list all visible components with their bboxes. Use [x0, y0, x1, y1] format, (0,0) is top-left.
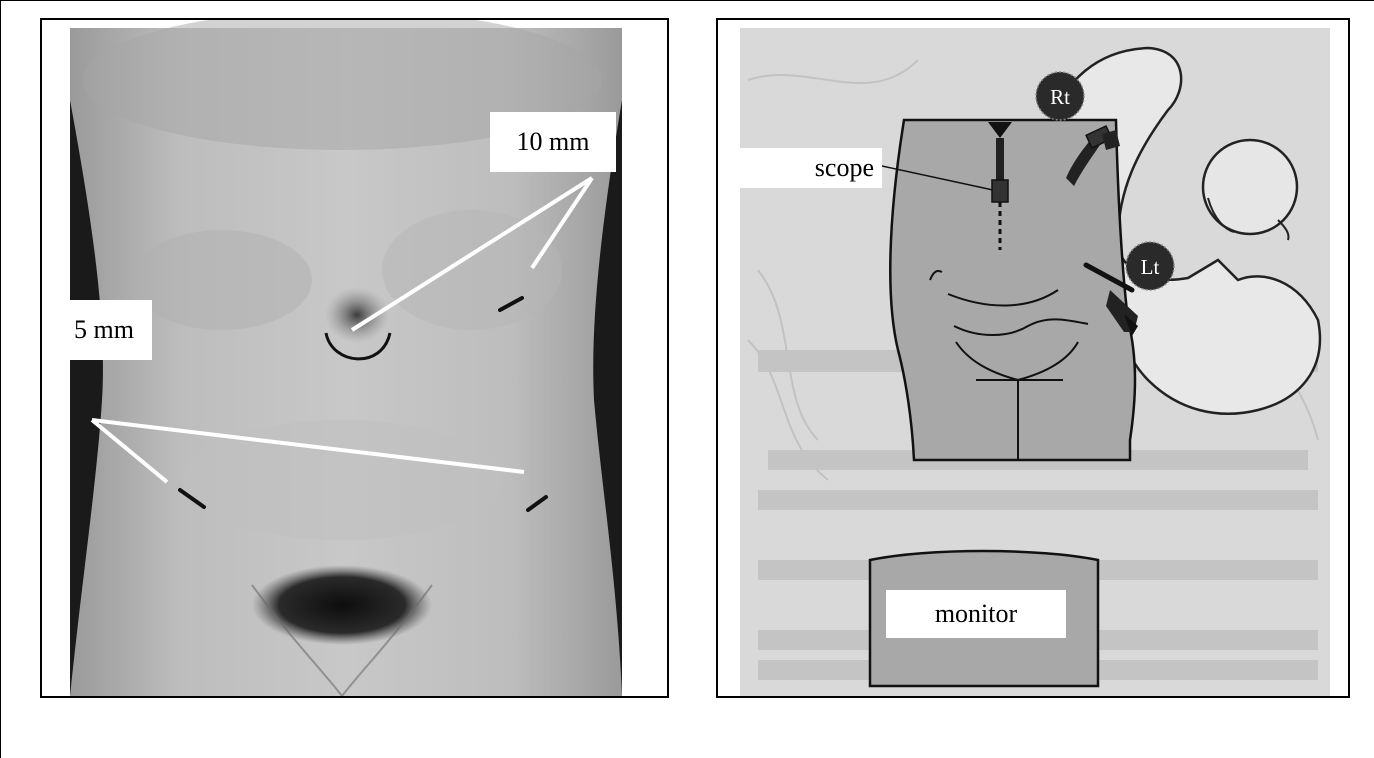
- label-5mm: 5 mm: [56, 300, 152, 360]
- or-setup-panel: Rt Lt scope monitor: [716, 18, 1350, 698]
- abdomen-photo-panel: 10 mm 5 mm: [40, 18, 669, 698]
- rt-badge-label: Rt: [1050, 85, 1070, 109]
- patient-torso: [890, 120, 1135, 460]
- label-monitor: monitor: [886, 590, 1066, 638]
- page-left-rule: [0, 0, 1, 758]
- label-scope: scope: [740, 148, 882, 188]
- label-10mm: 10 mm: [490, 112, 616, 172]
- pubic-shadow: [252, 565, 432, 645]
- lt-badge-label: Lt: [1141, 255, 1160, 279]
- page-top-rule: [0, 0, 1374, 1]
